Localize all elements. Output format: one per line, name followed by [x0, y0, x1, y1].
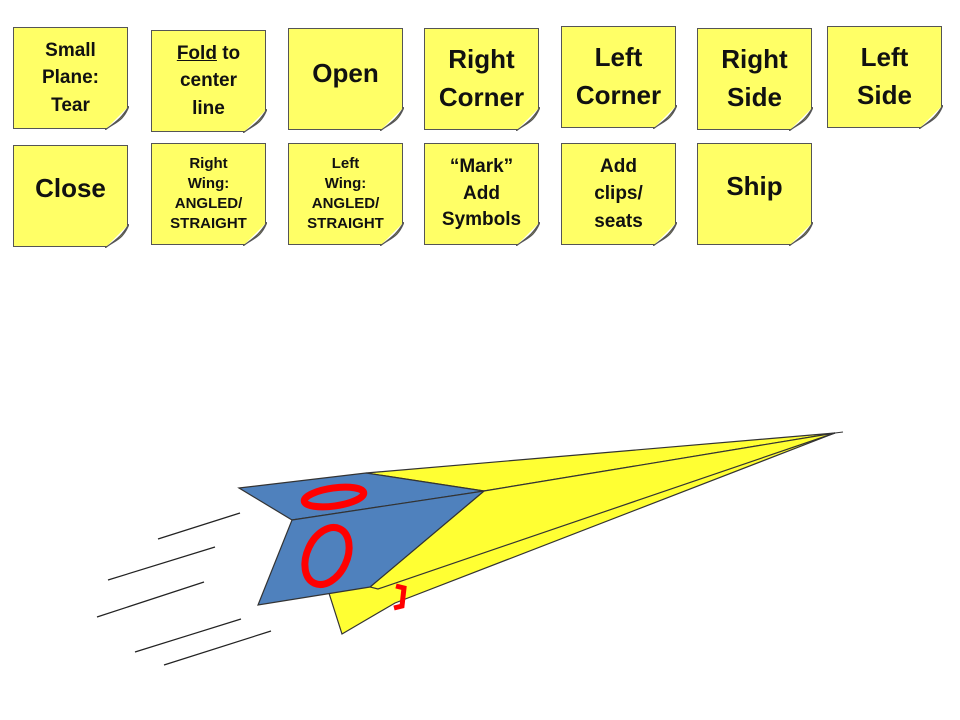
- step-mark-add-symbols[interactable]: “Mark” Add Symbols: [424, 143, 540, 246]
- label-line: Close: [35, 172, 106, 203]
- plane-nose-side: [257, 490, 487, 606]
- label-line: clips/: [594, 183, 643, 205]
- red-bracket-symbol: [393, 583, 407, 611]
- step-label: Left Wing: ANGLED/ STRAIGHT: [301, 154, 390, 235]
- speed-line: [163, 630, 272, 666]
- label-line: Add: [463, 182, 500, 204]
- page-curl-icon: [515, 106, 540, 131]
- step-label: Small Plane: Tear: [36, 37, 105, 120]
- step-label: Fold to center line: [171, 40, 246, 123]
- label-line: line: [192, 97, 225, 119]
- label-line: Side: [727, 82, 782, 112]
- page-curl-icon: [242, 221, 267, 246]
- plane-tip: [834, 431, 844, 434]
- step-left-side[interactable]: Left Side: [827, 26, 943, 129]
- red-oval-symbol: [300, 483, 368, 511]
- page-curl-icon: [104, 223, 129, 248]
- step-right-side[interactable]: Right Side: [697, 28, 813, 131]
- page-curl-icon: [788, 106, 813, 131]
- page-curl-icon: [242, 108, 267, 133]
- step-label: Left Side: [851, 39, 918, 114]
- label-line: STRAIGHT: [170, 215, 247, 233]
- label-line: Right: [448, 44, 515, 75]
- step-label: Close: [29, 173, 112, 204]
- step-label: Right Wing: ANGLED/ STRAIGHT: [164, 154, 253, 235]
- step-close[interactable]: Close: [13, 145, 129, 248]
- red-circle-symbol: [301, 524, 353, 588]
- speed-line: [96, 581, 205, 618]
- label-line: Right: [189, 154, 228, 172]
- step-label: Ship: [720, 171, 788, 202]
- label-line: Side: [857, 80, 912, 110]
- step-label: Left Corner: [570, 39, 667, 114]
- label-line: to: [216, 42, 241, 64]
- label-line: Corner: [438, 82, 525, 112]
- page-curl-icon: [379, 106, 404, 131]
- step-small-plane-tear[interactable]: Small Plane: Tear: [13, 27, 129, 130]
- step-left-wing[interactable]: Left Wing: ANGLED/ STRAIGHT: [288, 143, 404, 246]
- label-line: Wing:: [187, 174, 230, 192]
- step-right-wing[interactable]: Right Wing: ANGLED/ STRAIGHT: [151, 143, 267, 246]
- label-line: Plane:: [41, 67, 100, 89]
- step-add-clips-seats[interactable]: Add clips/ seats: [561, 143, 677, 246]
- label-line: seats: [594, 210, 643, 232]
- label-line: ANGLED/: [311, 195, 380, 212]
- label-line: Ship: [726, 170, 783, 201]
- page-curl-icon: [515, 221, 540, 246]
- step-left-corner[interactable]: Left Corner: [561, 26, 677, 129]
- step-label: Right Corner: [433, 41, 530, 116]
- step-open[interactable]: Open: [288, 28, 404, 131]
- label-line: Right: [721, 44, 788, 75]
- page-curl-icon: [788, 221, 813, 246]
- label-line: “Mark”: [449, 156, 514, 178]
- speed-line: [157, 512, 241, 540]
- speed-line: [107, 546, 216, 581]
- step-label: “Mark” Add Symbols: [436, 154, 527, 234]
- label-line: Add: [600, 155, 637, 177]
- label-line: Left: [860, 42, 909, 73]
- label-underlined-word: Fold: [176, 42, 217, 64]
- step-label: Right Side: [715, 41, 793, 116]
- step-right-corner[interactable]: Right Corner: [424, 28, 540, 131]
- page-curl-icon: [652, 104, 677, 129]
- step-fold-to-center-line[interactable]: Fold to center line: [151, 30, 267, 133]
- label-line: Corner: [575, 80, 662, 110]
- label-line: Tear: [51, 94, 90, 116]
- page-curl-icon: [104, 105, 129, 130]
- label-line: Wing:: [324, 174, 367, 192]
- label-line: STRAIGHT: [307, 215, 384, 233]
- speed-line: [134, 618, 242, 653]
- step-label: Add clips/ seats: [588, 153, 649, 236]
- page-curl-icon: [652, 221, 677, 246]
- label-line: Symbols: [441, 209, 522, 231]
- label-line: center: [179, 70, 237, 92]
- speed-lines: [96, 512, 272, 666]
- step-ship[interactable]: Ship: [697, 143, 813, 246]
- label-line: Open: [312, 57, 379, 88]
- label-line: ANGLED/: [174, 195, 243, 212]
- label-line: Left: [594, 42, 643, 73]
- page-curl-icon: [379, 221, 404, 246]
- step-label: Open: [306, 58, 384, 89]
- label-line: Small: [45, 39, 96, 61]
- page-curl-icon: [918, 104, 943, 129]
- label-line: Left: [331, 154, 360, 172]
